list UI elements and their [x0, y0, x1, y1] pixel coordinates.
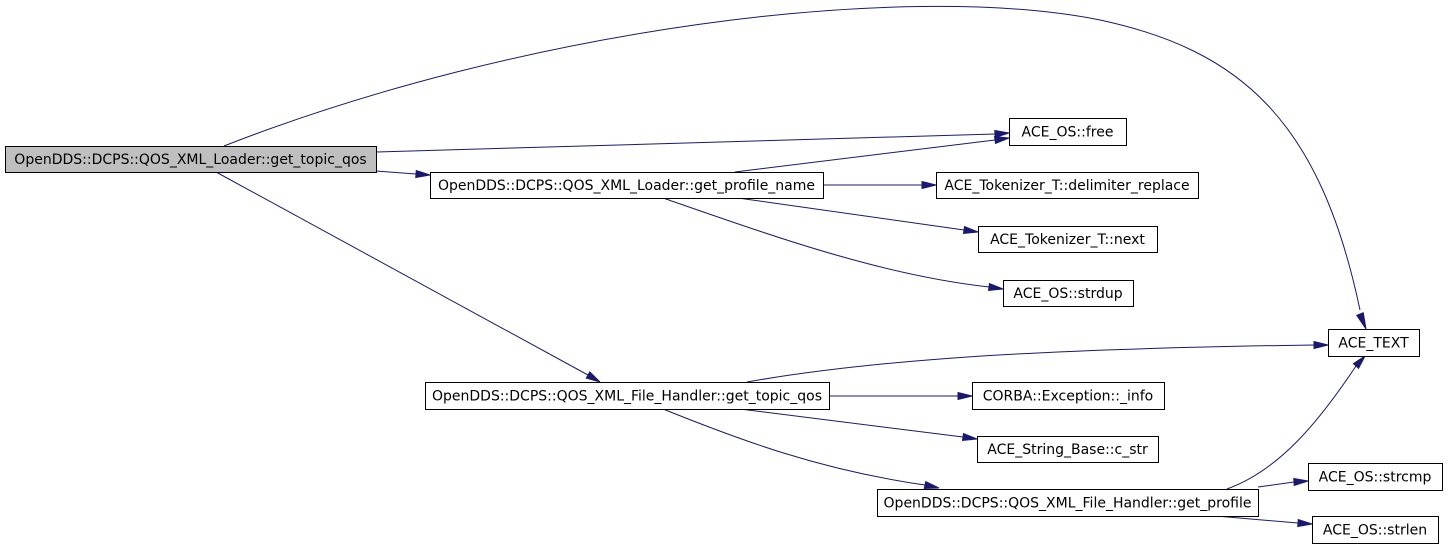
node-exception-info[interactable]: CORBA::Exception::_info — [972, 382, 1165, 410]
edge-get_profile-to-ace_text — [1226, 354, 1367, 490]
node-label: ACE_Tokenizer_T::delimiter_replace — [944, 178, 1189, 194]
edge-line — [734, 139, 996, 173]
node-strlen[interactable]: ACE_OS::strlen — [1312, 516, 1439, 544]
edge-arrowhead — [1313, 340, 1329, 350]
edge-line — [739, 408, 964, 438]
node-strcmp[interactable]: ACE_OS::strcmp — [1308, 463, 1443, 491]
edge-line — [1215, 515, 1299, 524]
edge-arrowhead — [957, 391, 973, 401]
edge-line — [662, 408, 926, 486]
node-label: ACE_String_Base::c_str — [987, 442, 1148, 458]
edge-arrowhead — [1352, 354, 1367, 370]
edge-arrowhead — [415, 169, 431, 179]
node-next[interactable]: ACE_Tokenizer_T::next — [978, 226, 1158, 253]
node-box[interactable] — [972, 382, 1165, 410]
node-box[interactable] — [1009, 118, 1127, 146]
node-box[interactable] — [1003, 280, 1134, 307]
node-free[interactable]: ACE_OS::free — [1009, 118, 1127, 146]
node-label: CORBA::Exception::_info — [983, 389, 1153, 405]
edge-arrowhead — [923, 480, 940, 489]
edge-line — [737, 197, 965, 231]
node-box[interactable] — [978, 226, 1158, 253]
edge-line — [662, 197, 990, 288]
node-box[interactable] — [936, 172, 1199, 199]
edge-get_profile-to-strcmp — [1257, 477, 1309, 488]
node-box[interactable] — [977, 436, 1159, 463]
edge-handler_get_topic_qos-to-get_profile — [662, 408, 940, 489]
edge-arrowhead — [987, 282, 1004, 292]
node-label: OpenDDS::DCPS::QOS_XML_Loader::get_topic… — [14, 152, 366, 168]
edge-arrowhead — [962, 225, 979, 235]
node-label: OpenDDS::DCPS::QOS_XML_File_Handler::get… — [884, 496, 1252, 512]
node-label: ACE_OS::strdup — [1013, 286, 1122, 302]
node-label: OpenDDS::DCPS::QOS_XML_File_Handler::get… — [432, 389, 822, 405]
edge-line — [375, 170, 417, 175]
node-box[interactable] — [430, 172, 824, 199]
nodes-layer: OpenDDS::DCPS::QOS_XML_Loader::get_topic… — [5, 118, 1443, 544]
edge-line — [1257, 481, 1295, 488]
edge-arrowhead — [993, 135, 1010, 145]
edge-line — [746, 344, 1315, 383]
edge-get_profile_name-to-free — [734, 135, 1010, 173]
edge-arrowhead — [1297, 518, 1313, 528]
edge-handler_get_topic_qos-to-ace_text — [746, 340, 1329, 383]
edge-arrowhead — [1293, 477, 1309, 487]
edge-get_profile-to-strlen — [1215, 515, 1313, 528]
node-strdup[interactable]: ACE_OS::strdup — [1003, 280, 1134, 307]
node-box[interactable] — [5, 146, 377, 173]
node-loader-get-topic-qos[interactable]: OpenDDS::DCPS::QOS_XML_Loader::get_topic… — [5, 146, 377, 173]
node-get-profile-name[interactable]: OpenDDS::DCPS::QOS_XML_Loader::get_profi… — [430, 172, 824, 199]
node-get-profile[interactable]: OpenDDS::DCPS::QOS_XML_File_Handler::get… — [877, 489, 1259, 517]
node-box[interactable] — [1308, 463, 1443, 491]
edge-arrowhead — [921, 180, 937, 190]
edge-line — [375, 133, 996, 153]
edge-handler_get_topic_qos-to-c_str — [739, 408, 978, 442]
edge-loader_get_topic_qos-to-get_profile_name — [375, 169, 431, 179]
edge-get_profile_name-to-next — [737, 197, 979, 235]
edge-arrowhead — [1355, 312, 1367, 330]
node-label: OpenDDS::DCPS::QOS_XML_Loader::get_profi… — [438, 178, 815, 194]
edge-arrowhead — [961, 432, 978, 442]
node-box[interactable] — [1328, 329, 1420, 357]
node-box[interactable] — [877, 489, 1259, 517]
node-ace-text[interactable]: ACE_TEXT — [1328, 329, 1420, 357]
node-delimiter-replace[interactable]: ACE_Tokenizer_T::delimiter_replace — [936, 172, 1199, 199]
edge-line — [1226, 365, 1357, 490]
edge-arrowhead — [585, 371, 601, 383]
node-label: ACE_OS::free — [1022, 125, 1114, 141]
node-box[interactable] — [425, 382, 830, 410]
edge-line — [215, 171, 589, 376]
edge-loader_get_topic_qos-to-handler_get_topic_qos — [215, 171, 601, 383]
node-label: ACE_TEXT — [1338, 336, 1409, 352]
edge-get_profile_name-to-strdup — [662, 197, 1004, 292]
node-label: ACE_OS::strlen — [1323, 523, 1427, 539]
node-label: ACE_OS::strcmp — [1319, 470, 1432, 486]
node-label: ACE_Tokenizer_T::next — [990, 232, 1145, 248]
node-handler-get-topic-qos[interactable]: OpenDDS::DCPS::QOS_XML_File_Handler::get… — [425, 382, 830, 410]
edge-loader_get_topic_qos-to-free — [375, 129, 1010, 153]
node-c-str[interactable]: ACE_String_Base::c_str — [977, 436, 1159, 463]
edge-get_profile_name-to-delimiter_replace — [823, 180, 937, 190]
edge-line — [223, 5, 1361, 311]
edges-layer — [215, 5, 1367, 528]
edge-handler_get_topic_qos-to-exception_info — [829, 391, 973, 401]
node-box[interactable] — [1312, 516, 1439, 544]
edge-arrowhead — [994, 129, 1010, 139]
edge-loader_get_topic_qos-to-ace_text — [223, 5, 1367, 330]
